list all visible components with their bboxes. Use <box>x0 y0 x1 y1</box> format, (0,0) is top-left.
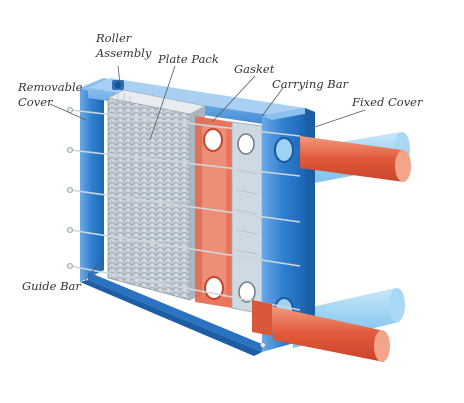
hot-outlet-pipe <box>252 300 390 362</box>
fixed-cover-leader <box>311 109 366 129</box>
carrying-bar-leader <box>261 87 284 117</box>
guide-bar-label: Guide Bar <box>22 279 82 293</box>
removable-cover <box>80 78 112 282</box>
plate-pack-label: Plate Pack <box>157 52 219 66</box>
gasket-label: Gasket <box>234 62 275 76</box>
roller-assembly-label-1: Roller <box>95 31 133 45</box>
tie-bolts <box>69 109 301 311</box>
bolt-heads <box>67 107 266 348</box>
guide-bar <box>80 272 262 356</box>
removable-cover-label-1: Removable <box>17 80 83 94</box>
roller-assembly <box>112 80 124 90</box>
thermal-plate <box>231 121 263 315</box>
roller-assembly-label-2: Assembly <box>95 46 152 60</box>
plate-pack-leader <box>149 65 176 141</box>
removable-cover-label-2: Cover <box>18 95 54 109</box>
carrying-bar-label: Carrying Bar <box>272 77 350 91</box>
removable-cover-leader <box>49 103 87 121</box>
leader-lines <box>49 65 366 283</box>
roller-leader <box>117 65 121 85</box>
fixed-cover-label: Fixed Cover <box>351 95 424 109</box>
hot-inlet-pipe <box>300 136 411 182</box>
gasket-leader <box>211 75 256 123</box>
guide-bar-leader <box>83 261 101 283</box>
